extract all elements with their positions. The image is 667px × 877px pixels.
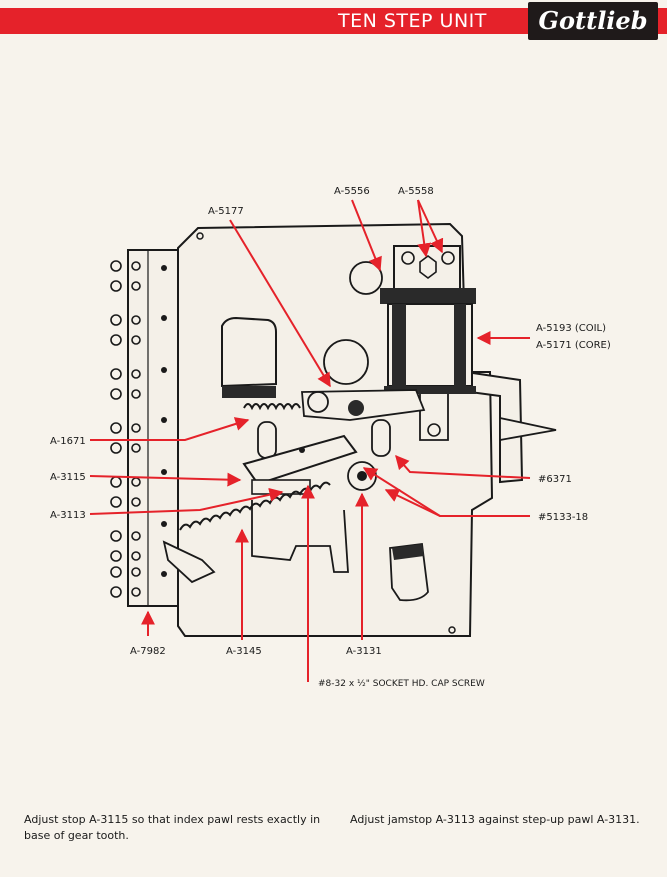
pawl-screw <box>299 447 305 453</box>
coil-top-flange <box>380 288 476 304</box>
leader-lines <box>89 199 531 682</box>
label-a5556: A-5556 <box>334 186 370 197</box>
label-a3115: A-3115 <box>50 472 86 483</box>
leader-5133-b <box>362 467 441 517</box>
plate-hole <box>196 232 204 240</box>
label-a3113: A-3113 <box>50 510 86 521</box>
leader-a5177 <box>229 219 331 388</box>
pivot-boss <box>348 400 364 416</box>
label-a3131: A-3131 <box>346 646 382 657</box>
spring-anchor <box>162 540 216 584</box>
index-pawl-bar <box>242 434 358 486</box>
caption-right: Adjust jamstop A-3113 against step-up pa… <box>350 813 640 826</box>
switch-block <box>221 316 277 388</box>
leader-a3115 <box>89 472 242 487</box>
roller-right <box>371 419 391 457</box>
upper-spring <box>243 403 301 411</box>
leader-a3113 <box>89 487 284 515</box>
terminal-lugs <box>110 260 141 598</box>
switch-block-base <box>222 386 276 398</box>
label-a7982: A-7982 <box>130 646 166 657</box>
spring-finger <box>499 416 557 442</box>
label-a5171: A-5171 (CORE) <box>536 340 611 351</box>
label-socket-cap-screw: #8-32 x ½" SOCKET HD. CAP SCREW <box>318 679 485 689</box>
label-6371: #6371 <box>538 474 572 485</box>
step-wheel-hub <box>357 471 367 481</box>
label-a5193: A-5193 (COIL) <box>536 323 606 334</box>
lower-bracket <box>251 500 349 573</box>
leader-6371 <box>395 454 531 479</box>
label-a3145: A-3145 <box>226 646 262 657</box>
core-plunger <box>419 394 449 441</box>
plate-hole <box>448 626 456 634</box>
coil-terminal <box>349 261 383 295</box>
gottlieb-logo: Gottlieb <box>528 2 658 40</box>
coil-shadow <box>392 304 406 386</box>
coil-shadow <box>454 304 466 386</box>
leader-a5558-b <box>417 199 444 254</box>
leader-a5558-a <box>417 199 432 258</box>
pivot-nut <box>307 391 329 413</box>
label-5133-18: #5133-18 <box>538 512 588 523</box>
cup-rim <box>392 544 424 560</box>
logo-text: Gottlieb <box>538 6 648 35</box>
label-a1671: A-1671 <box>50 436 86 447</box>
label-a5558: A-5558 <box>398 186 434 197</box>
page-title: TEN STEP UNIT <box>338 10 487 32</box>
leader-a5556 <box>351 199 382 272</box>
bracket-screw <box>441 251 455 265</box>
terminal-screws <box>161 265 167 577</box>
leader-a1671 <box>90 417 250 441</box>
bracket-screw <box>401 251 415 265</box>
core-nut <box>419 255 437 279</box>
coil-bottom-flange <box>384 386 476 394</box>
label-a5177: A-5177 <box>208 206 244 217</box>
armature-hub <box>323 339 369 385</box>
plunger-pin <box>427 423 441 437</box>
roller-left <box>257 421 277 459</box>
caption-left: Adjust stop A-3115 so that index pawl re… <box>24 813 321 842</box>
